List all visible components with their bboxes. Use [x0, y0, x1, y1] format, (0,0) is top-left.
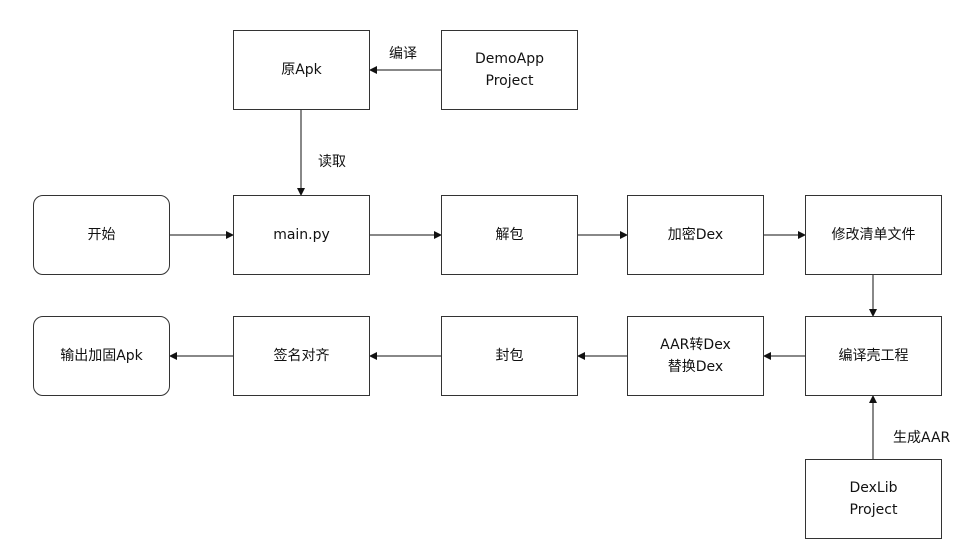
node-demoapp-project-label: DemoApp Project	[475, 51, 544, 89]
node-modify-manifest-label: 修改清单文件	[831, 227, 916, 243]
edge-label-generate-aar: 生成AAR	[893, 430, 951, 446]
edge-label-read: 读取	[318, 154, 346, 170]
node-aar-to-dex-label: AAR转Dex 替换Dex	[660, 337, 731, 375]
node-aar-to-dex: AAR转Dex 替换Dex	[627, 316, 764, 396]
node-main-py-label: main.py	[273, 227, 330, 243]
node-original-apk-label: 原Apk	[281, 62, 322, 78]
node-repack: 封包	[441, 316, 578, 396]
node-original-apk: 原Apk	[233, 30, 370, 110]
node-encrypt-dex-label: 加密Dex	[667, 227, 724, 243]
node-sign-align-label: 签名对齐	[273, 348, 330, 364]
node-start: 开始	[33, 195, 170, 275]
node-dexlib-project-label: DexLib Project	[849, 480, 898, 518]
node-sign-align: 签名对齐	[233, 316, 370, 396]
node-repack-label: 封包	[495, 348, 524, 364]
edge-label-compile: 编译	[389, 46, 417, 62]
node-unpack: 解包	[441, 195, 578, 275]
node-compile-shell-label: 编译壳工程	[838, 348, 909, 364]
node-demoapp-project: DemoApp Project	[441, 30, 578, 110]
node-main-py: main.py	[233, 195, 370, 275]
node-start-label: 开始	[87, 227, 116, 243]
node-output-apk-label: 输出加固Apk	[60, 348, 143, 364]
node-modify-manifest: 修改清单文件	[805, 195, 942, 275]
node-dexlib-project: DexLib Project	[805, 459, 942, 539]
node-compile-shell: 编译壳工程	[805, 316, 942, 396]
node-output-apk: 输出加固Apk	[33, 316, 170, 396]
node-encrypt-dex: 加密Dex	[627, 195, 764, 275]
node-unpack-label: 解包	[495, 227, 524, 243]
